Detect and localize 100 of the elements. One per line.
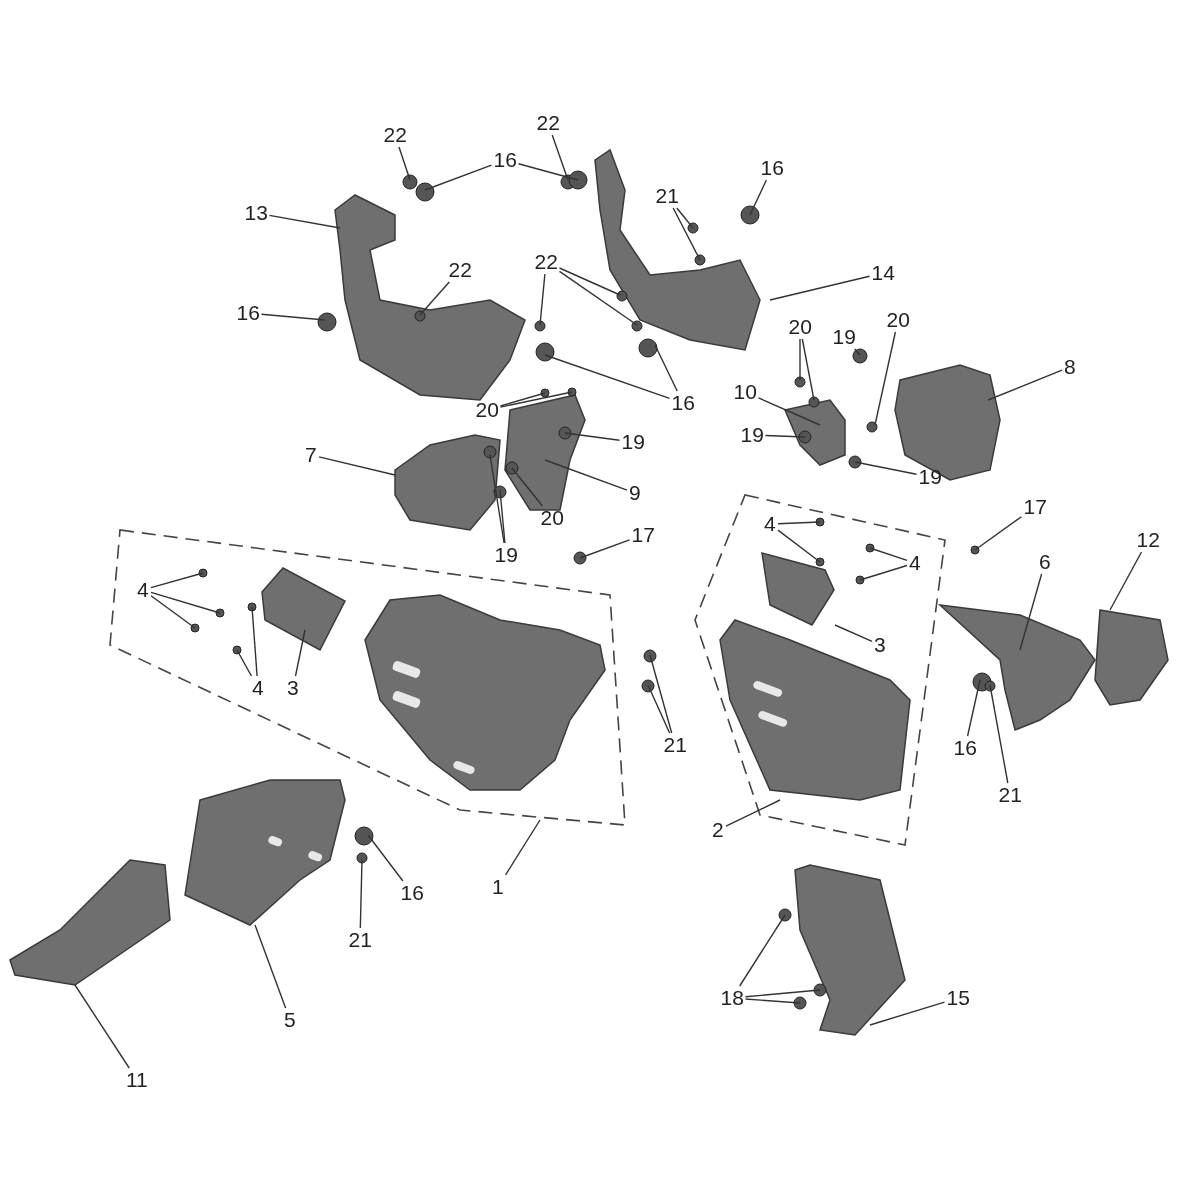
callout-number: 10 bbox=[733, 380, 757, 404]
callout-number: 15 bbox=[946, 986, 970, 1010]
leader-line bbox=[150, 591, 221, 614]
leader-line bbox=[989, 684, 1009, 784]
callout-number: 20 bbox=[475, 398, 499, 422]
leader-line bbox=[647, 684, 671, 734]
leader-line bbox=[499, 392, 546, 407]
leader-line bbox=[799, 338, 801, 381]
leader-line bbox=[854, 461, 918, 475]
leader-line bbox=[424, 164, 493, 191]
callout-number: 4 bbox=[909, 551, 921, 575]
callout-number: 20 bbox=[788, 315, 812, 339]
leader-line bbox=[367, 834, 404, 882]
callout-number: 16 bbox=[953, 736, 977, 760]
callout-number: 13 bbox=[244, 201, 268, 225]
callout-number: 12 bbox=[1136, 528, 1160, 552]
leader-line bbox=[749, 179, 768, 216]
leader-line bbox=[294, 629, 306, 677]
callout-number: 20 bbox=[886, 308, 910, 332]
leader-line bbox=[539, 273, 546, 326]
leader-line bbox=[260, 313, 326, 321]
leader-line bbox=[739, 914, 786, 987]
leader-line bbox=[769, 275, 871, 301]
callout-number: 22 bbox=[536, 111, 560, 135]
callout-number: 22 bbox=[383, 123, 407, 147]
leader-line bbox=[725, 799, 781, 827]
leader-line bbox=[579, 539, 631, 559]
leader-line bbox=[150, 572, 204, 589]
callout-number: 3 bbox=[287, 676, 299, 700]
leader-line bbox=[974, 516, 1023, 551]
callout-number: 21 bbox=[663, 733, 687, 757]
leader-line bbox=[874, 331, 897, 426]
leader-line bbox=[744, 998, 801, 1004]
callout-number: 4 bbox=[764, 512, 776, 536]
leader-line bbox=[654, 344, 678, 392]
leader-line bbox=[254, 924, 287, 1009]
leader-line bbox=[551, 134, 569, 181]
leader-line bbox=[318, 456, 396, 476]
callout-number: 20 bbox=[540, 506, 564, 530]
callout-number: 17 bbox=[1023, 495, 1047, 519]
leader-line bbox=[504, 819, 541, 876]
callout-number: 11 bbox=[126, 1068, 148, 1092]
leader-line bbox=[859, 564, 908, 581]
leader-line bbox=[251, 606, 258, 677]
callout-number: 19 bbox=[621, 430, 645, 454]
callout-number: 7 bbox=[305, 443, 317, 467]
leader-line bbox=[499, 489, 506, 544]
callout-number: 21 bbox=[655, 184, 679, 208]
callout-number: 19 bbox=[832, 325, 856, 349]
leader-line bbox=[236, 649, 253, 677]
callout-number: 14 bbox=[871, 261, 895, 285]
leader-line bbox=[544, 354, 671, 399]
callout-number: 16 bbox=[493, 148, 517, 172]
leader-line bbox=[499, 391, 573, 408]
callout-number: 21 bbox=[998, 783, 1022, 807]
leader-line bbox=[854, 348, 861, 356]
callout-number: 2 bbox=[712, 818, 724, 842]
callout-number: 9 bbox=[629, 481, 641, 505]
leader-line bbox=[1019, 573, 1043, 651]
leader-line bbox=[489, 454, 505, 544]
callout-number: 19 bbox=[918, 465, 942, 489]
callout-number: 16 bbox=[671, 391, 695, 415]
leader-line bbox=[757, 397, 821, 426]
leader-line bbox=[672, 207, 701, 261]
leader-line bbox=[1109, 551, 1143, 611]
callout-number: 16 bbox=[760, 156, 784, 180]
leader-line bbox=[268, 214, 341, 229]
leader-line bbox=[558, 270, 638, 326]
callout-number: 1 bbox=[492, 875, 504, 899]
leader-line bbox=[869, 547, 908, 561]
leader-line bbox=[649, 654, 673, 734]
leader-line bbox=[869, 1001, 946, 1026]
leader-line bbox=[966, 679, 981, 737]
callout-number: 8 bbox=[1064, 355, 1076, 379]
leader-line bbox=[564, 432, 621, 441]
leader-line bbox=[517, 163, 579, 181]
callout-number: 19 bbox=[494, 543, 518, 567]
callout-number: 4 bbox=[137, 578, 149, 602]
leader-line bbox=[834, 624, 873, 643]
leader-line bbox=[544, 459, 628, 491]
callout-number: 3 bbox=[874, 633, 886, 657]
leader-line bbox=[801, 338, 815, 401]
callout-number: 4 bbox=[252, 676, 264, 700]
leader-line bbox=[74, 984, 130, 1069]
callout-number: 16 bbox=[236, 301, 260, 325]
leader-line bbox=[676, 207, 694, 229]
leader-line bbox=[987, 369, 1063, 401]
leader-line bbox=[764, 434, 806, 438]
leader-line bbox=[558, 267, 621, 296]
leader-line bbox=[150, 595, 196, 629]
leader-line bbox=[777, 521, 821, 525]
callout-number: 17 bbox=[631, 523, 655, 547]
leader-line bbox=[511, 467, 544, 507]
callout-number: 6 bbox=[1039, 550, 1051, 574]
callout-number: 22 bbox=[448, 258, 472, 282]
leader-line bbox=[398, 146, 411, 181]
callout-number: 18 bbox=[720, 986, 744, 1010]
leader-line bbox=[419, 281, 450, 316]
leader-line bbox=[777, 529, 821, 563]
callout-number: 19 bbox=[740, 423, 764, 447]
